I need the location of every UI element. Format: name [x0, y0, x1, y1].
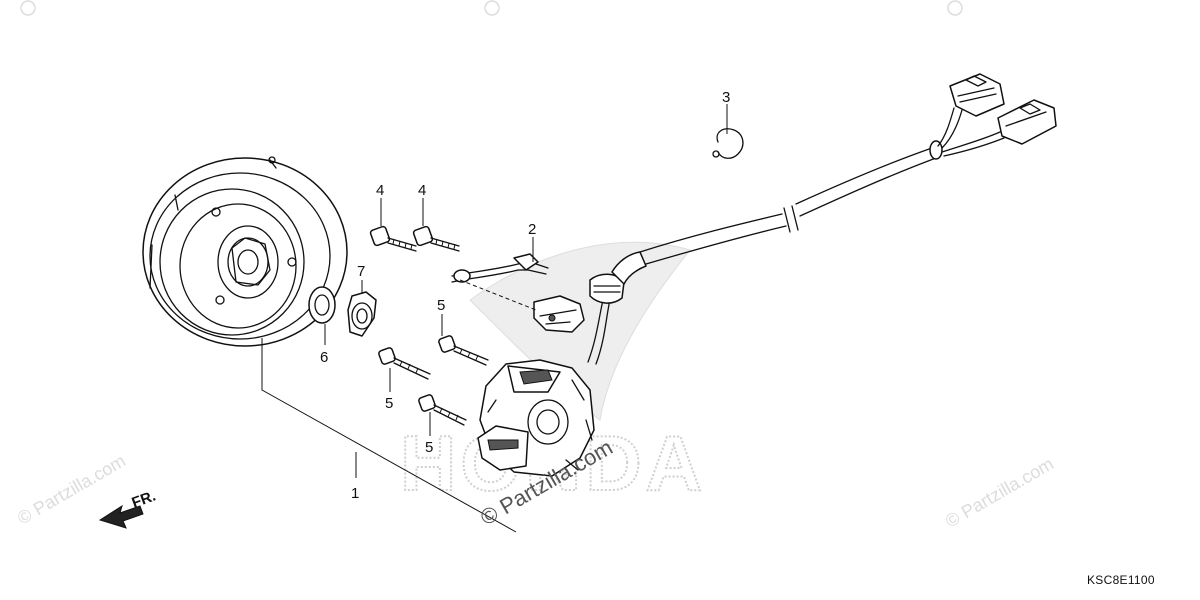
bolt-5a: [438, 335, 489, 366]
callout-6: 6: [320, 349, 328, 366]
direction-label: FR.: [130, 488, 159, 512]
callout-5c: 5: [425, 439, 433, 456]
stator-coil: [477, 359, 595, 477]
arrow-left-icon: [98, 504, 144, 529]
callout-5b: 5: [385, 395, 393, 412]
callout-7: 7: [357, 263, 365, 280]
callout-1: 1: [351, 485, 359, 502]
callout-5a: 5: [437, 297, 445, 314]
pulse-generator: [533, 295, 585, 333]
bolt-5b: [378, 347, 431, 380]
watermark-right: © Partzilla.com: [942, 453, 1057, 531]
top-watermarks: [20, 0, 963, 16]
callout-4b: 4: [418, 182, 426, 199]
bolt-4a: [369, 225, 417, 252]
flywheel-rotor: [142, 156, 348, 347]
washer: [308, 286, 336, 324]
bolt-4b: [412, 225, 460, 252]
wire-clip: [712, 128, 744, 159]
leader-lines: [261, 104, 728, 533]
front-direction-indicator: FR.: [98, 488, 159, 529]
callout-3: 3: [722, 89, 730, 106]
wire-harness: [587, 73, 1057, 365]
callout-4a: 4: [376, 182, 384, 199]
bolt-5c: [418, 394, 467, 426]
callouts: 1 2 3 4 4 5 5 5 6 7: [320, 89, 730, 502]
flange-nut: [347, 291, 377, 337]
callout-2: 2: [528, 221, 536, 238]
diagram-code: KSC8E1100: [1087, 573, 1155, 587]
wire-clamp: [451, 253, 549, 283]
